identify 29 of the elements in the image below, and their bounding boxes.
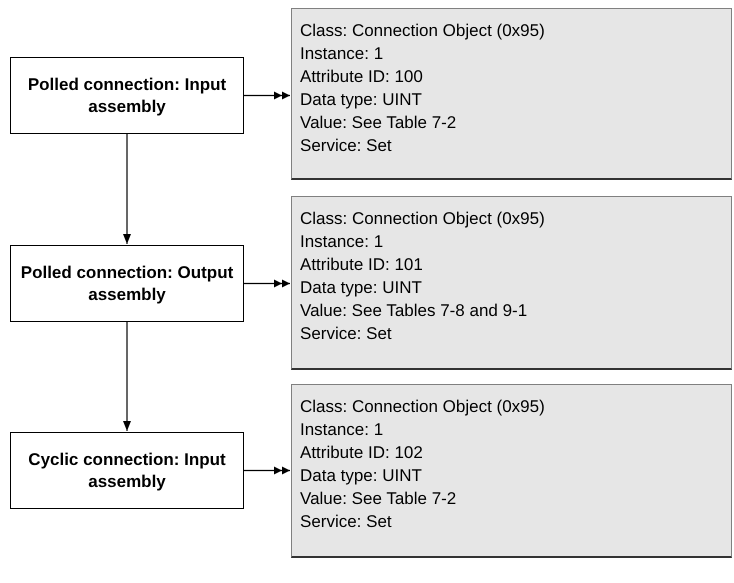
attribute-text: Attribute ID: 101 [300, 254, 424, 276]
process-label: Cyclic connection: Input assembly [27, 448, 227, 492]
process-box [10, 432, 244, 509]
attribute-text: Service: Set [300, 135, 393, 157]
attribute-text: Instance: 1 [300, 43, 384, 65]
info-box [291, 384, 732, 558]
attribute-text: Class: Connection Object (0x95) [300, 396, 546, 418]
process-box [10, 57, 244, 134]
attribute-text: Attribute ID: 100 [300, 66, 424, 88]
attribute-text: Class: Connection Object (0x95) [300, 20, 546, 42]
attribute-text: Value: See Tables 7-8 and 9-1 [300, 300, 528, 322]
attribute-text: Instance: 1 [300, 231, 384, 253]
attribute-text: Data type: UINT [300, 465, 423, 487]
attribute-text: Service: Set [300, 323, 393, 345]
attribute-text: Data type: UINT [300, 89, 423, 111]
attribute-text: Value: See Table 7-2 [300, 488, 458, 510]
process-label: Polled connection: Input assembly [26, 74, 228, 118]
attribute-text: Value: See Table 7-2 [300, 112, 458, 134]
process-box [10, 245, 244, 322]
attribute-text: Service: Set [300, 511, 393, 533]
arrow [123, 134, 131, 244]
arrow [123, 322, 131, 431]
attribute-text: Attribute ID: 102 [300, 442, 424, 464]
info-box [291, 8, 732, 180]
process-label: Polled connection: Output assembly [20, 262, 234, 306]
info-box [291, 196, 732, 370]
attribute-text: Class: Connection Object (0x95) [300, 208, 546, 230]
attribute-text: Data type: UINT [300, 277, 423, 299]
attribute-text: Instance: 1 [300, 419, 384, 441]
